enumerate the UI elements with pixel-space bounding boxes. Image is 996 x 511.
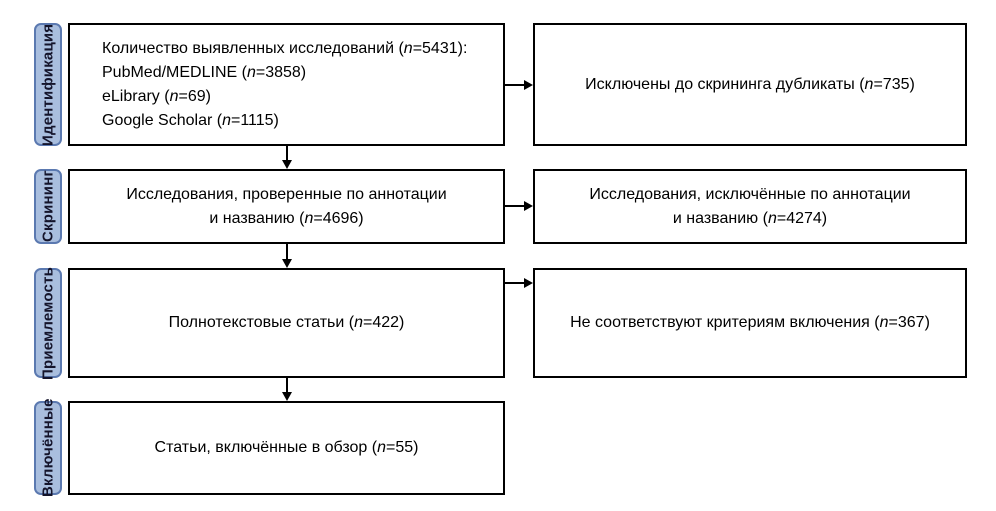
- arrow-right-icon: [505, 201, 533, 211]
- stage-label-identification: Идентификация: [34, 23, 62, 146]
- criteria-excluded-text: Не соответствуют критериям включения (n=…: [570, 314, 930, 331]
- screen-excluded-line1: Исследования, исключённые по аннотации: [589, 185, 911, 203]
- box-records-identified: Количество выявленных исследований (n=54…: [68, 23, 505, 146]
- records-screened-line1: Исследования, проверенные по аннотации: [126, 185, 447, 203]
- arrow-down-icon: [282, 146, 292, 169]
- arrow-right-icon: [505, 80, 533, 90]
- box-fulltext-articles: Полнотекстовые статьи (n=422): [68, 268, 505, 378]
- records-identified-pubmed: PubMed/MEDLINE (n=3858): [102, 63, 307, 81]
- records-screened-line2: и названию (n=4696): [209, 209, 364, 227]
- arrow-down-icon: [282, 244, 292, 268]
- stage-label-eligibility: Приемлемость: [34, 266, 62, 380]
- records-identified-elibrary: eLibrary (n=69): [102, 87, 211, 105]
- stage-label-screening: Скрининг: [34, 169, 62, 244]
- screen-excluded-line2: и названию (n=4274): [672, 209, 828, 227]
- box-articles-included: Статьи, включённые в обзор (n=55): [68, 401, 505, 495]
- box-records-screened: Исследования, проверенные по аннотации и…: [68, 169, 505, 244]
- fulltext-articles-text: Полнотекстовые статьи (n=422): [168, 314, 405, 331]
- box-criteria-excluded: Не соответствуют критериям включения (n=…: [533, 268, 967, 378]
- arrow-right-icon: [505, 278, 533, 288]
- arrow-down-icon: [282, 378, 292, 401]
- duplicates-excluded-text: Исключены до скрининга дубликаты (n=735): [585, 75, 915, 93]
- stage-label-included: Включённые: [34, 399, 62, 497]
- box-duplicates-excluded: Исключены до скрининга дубликаты (n=735): [533, 23, 967, 146]
- records-identified-total: Количество выявленных исследований (n=54…: [102, 39, 468, 57]
- box-screen-excluded: Исследования, исключённые по аннотации и…: [533, 169, 967, 244]
- records-identified-google-scholar: Google Scholar (n=1115): [102, 111, 279, 129]
- articles-included-text: Статьи, включённые в обзор (n=55): [154, 439, 419, 456]
